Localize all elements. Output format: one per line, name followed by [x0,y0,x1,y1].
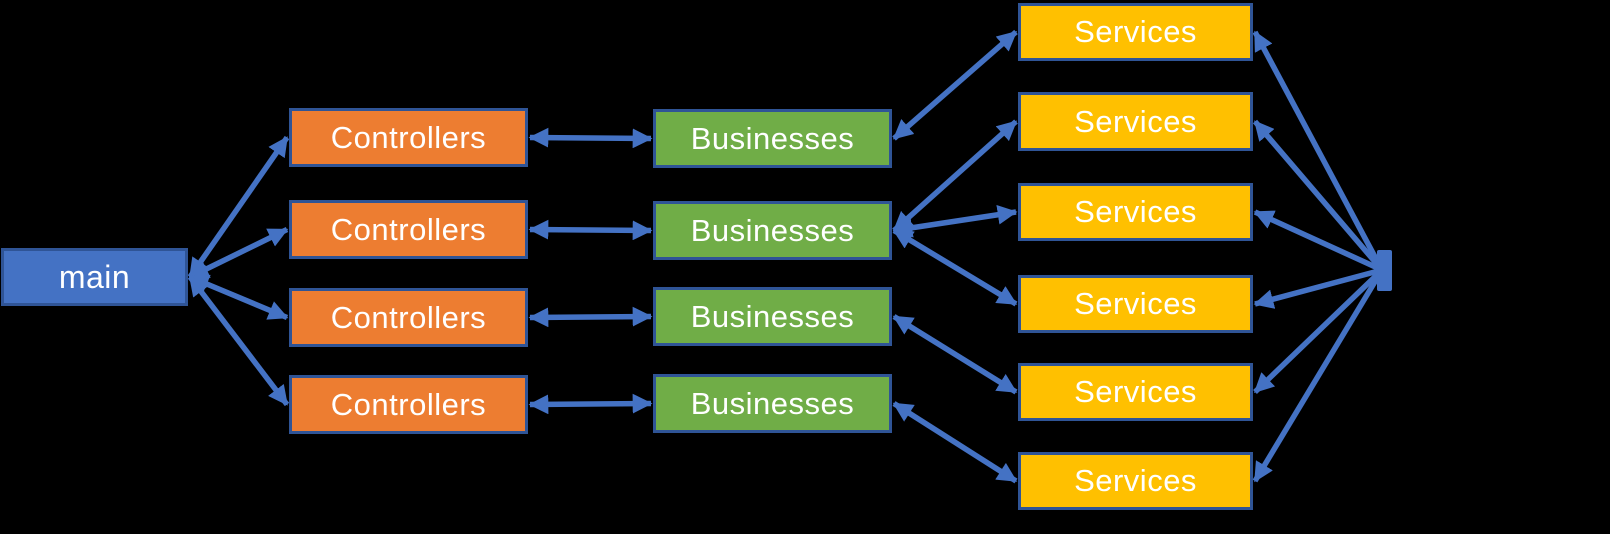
edge-businesses-2-services-3 [892,204,1018,238]
controllers-node-label: Controllers [330,211,487,247]
edge-controllers-1-businesses-1 [528,127,653,149]
businesses-node-label: Businesses [690,120,855,156]
services-node-5: Services [1018,363,1253,421]
businesses-node-label: Businesses [690,385,855,421]
services-node-label: Services [1074,194,1197,229]
controllers-node-2: Controllers [289,200,528,259]
edge-controllers-4-businesses-4 [528,393,653,415]
edge-hub-services-2 [1252,119,1385,272]
edge-businesses-4-services-6 [892,401,1018,484]
services-node-label: Services [1074,14,1197,49]
edge-businesses-1-services-1 [892,29,1018,141]
main-node-label: main [58,258,131,295]
services-node-3: Services [1018,183,1253,241]
edge-main-controllers-2 [188,227,289,280]
edge-main-controllers-4 [187,275,290,407]
arrow-convergence-hub [1377,250,1392,291]
controllers-node-label: Controllers [330,299,487,335]
services-node-label: Services [1074,463,1197,498]
edge-hub-services-3 [1253,209,1384,273]
services-node-1: Services [1018,3,1253,61]
edge-hub-services-1 [1252,30,1385,272]
businesses-node-1: Businesses [653,109,892,168]
businesses-node-4: Businesses [653,374,892,433]
edge-hub-services-5 [1253,268,1384,394]
controllers-node-4: Controllers [289,375,528,434]
controllers-node-3: Controllers [289,288,528,347]
services-node-label: Services [1074,103,1197,139]
services-node-4: Services [1018,275,1253,333]
services-node-6: Services [1018,452,1253,510]
edge-businesses-3-services-5 [892,314,1018,395]
controllers-node-label: Controllers [330,119,487,155]
controllers-node-label: Controllers [330,386,487,422]
edge-controllers-2-businesses-2 [528,219,653,241]
businesses-node-label: Businesses [690,212,855,248]
businesses-node-2: Businesses [653,201,892,260]
edge-hub-services-6 [1252,268,1385,483]
services-node-label: Services [1074,374,1197,409]
edge-hub-services-4 [1253,267,1383,309]
controllers-node-1: Controllers [289,108,528,167]
services-node-2: Services [1018,92,1253,151]
edge-controllers-3-businesses-3 [528,306,653,328]
businesses-node-3: Businesses [653,287,892,346]
services-node-label: Services [1074,286,1197,321]
businesses-node-label: Businesses [690,298,855,334]
main-node: main [1,248,188,306]
edge-businesses-2-services-4 [892,228,1018,307]
